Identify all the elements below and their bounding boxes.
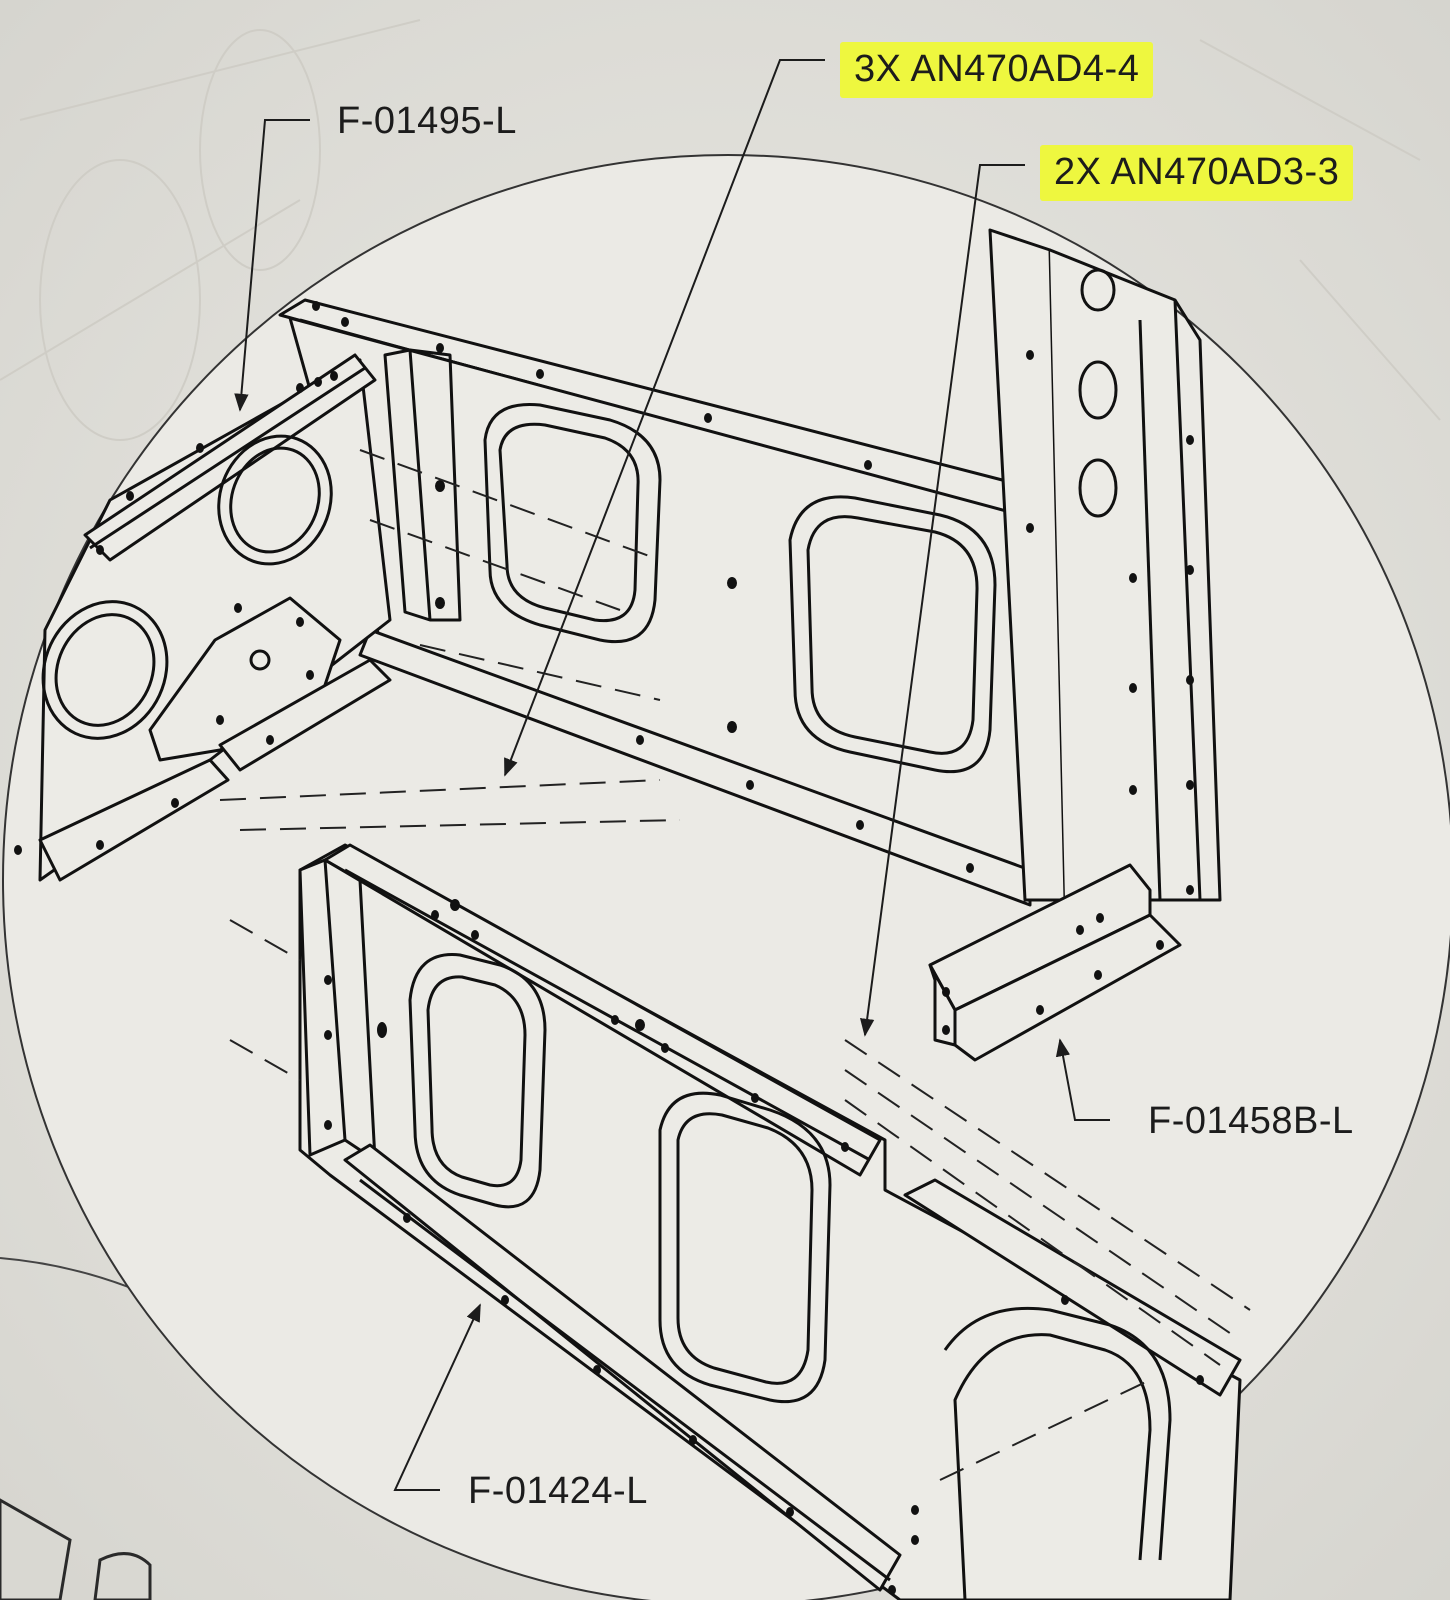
leader-an470ad3 [859,164,1025,1037]
callout-f01495-l: F-01495-L [337,100,517,142]
adjacent-part-fragment [0,1498,152,1600]
callout-f01458b-l: F-01458B-L [1148,1100,1354,1142]
leader-f01458b [1055,1038,1110,1121]
leader-an470ad4 [504,59,825,777]
part-f01458b-angle [928,863,1182,1062]
rivet-holes-f01424 [324,899,1204,1595]
assembly-dashed-lines [219,449,1251,1481]
callout-2x-an470ad3-3: 2X AN470AD3-3 [1040,145,1354,201]
leader-lines [234,59,1110,1491]
faint-background-drawing [0,19,1441,441]
rivet-holes-f01458b [942,913,1164,1035]
leader-f01495 [234,119,310,412]
callout-3x-an470ad4-4: 3X AN470AD4-4 [840,42,1154,98]
rivet-holes-left [14,371,338,855]
part-f01424-bulkhead [298,843,1242,1600]
upper-bulkhead [278,228,1222,907]
left-panel [38,353,392,882]
callout-f01424-l: F-01424-L [468,1470,648,1512]
leader-f01424 [393,1303,481,1491]
